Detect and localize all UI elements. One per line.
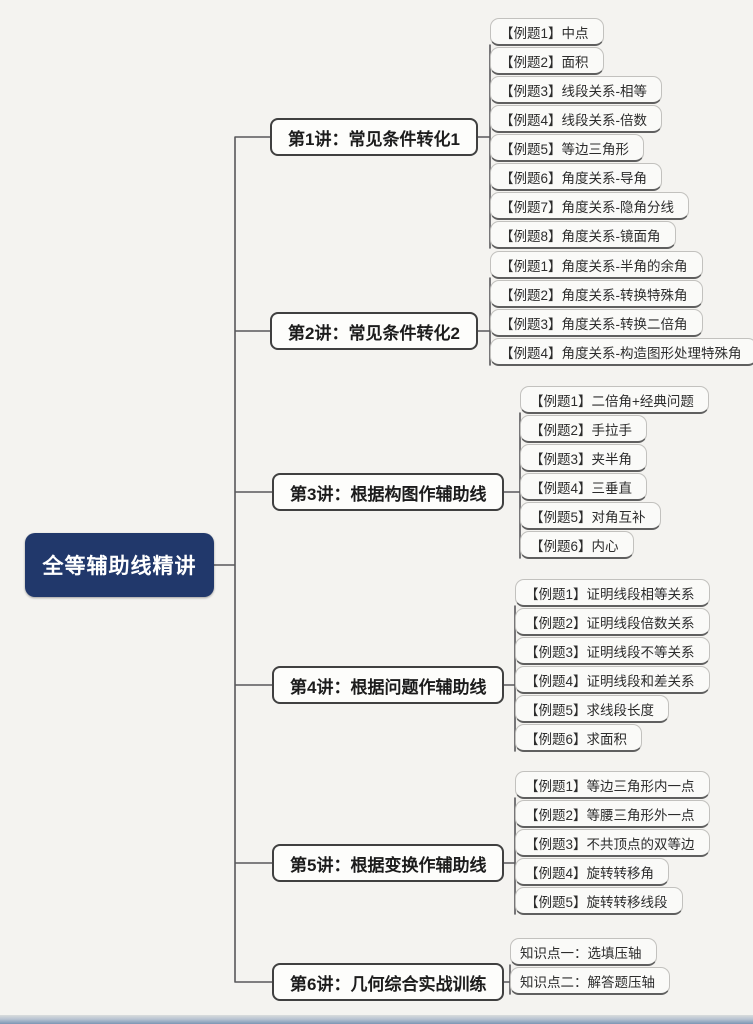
branch-node-2[interactable]: 第2讲：常见条件转化2 (270, 312, 478, 350)
leaf-node-1-4[interactable]: 【例题4】线段关系-倍数 (490, 105, 663, 133)
leaf-node-4-1[interactable]: 【例题1】证明线段相等关系 (515, 579, 710, 607)
leaf-group-3: 【例题1】二倍角+经典问题【例题2】手拉手【例题3】夹半角【例题4】三垂直【例题… (520, 386, 709, 560)
leaf-node-4-4[interactable]: 【例题4】证明线段和差关系 (515, 666, 710, 694)
leaf-node-3-4[interactable]: 【例题4】三垂直 (520, 473, 648, 501)
leaf-node-3-3[interactable]: 【例题3】夹半角 (520, 444, 648, 472)
leaf-node-6-1[interactable]: 知识点一：选填压轴 (510, 938, 657, 966)
leaf-node-5-1[interactable]: 【例题1】等边三角形内一点 (515, 771, 710, 799)
leaf-group-6: 知识点一：选填压轴知识点二：解答题压轴 (510, 938, 670, 996)
leaf-node-1-7[interactable]: 【例题7】角度关系-隐角分线 (490, 192, 690, 220)
leaf-node-3-2[interactable]: 【例题2】手拉手 (520, 415, 648, 443)
leaf-group-5: 【例题1】等边三角形内一点【例题2】等腰三角形外一点【例题3】不共顶点的双等边【… (515, 771, 710, 916)
branch-node-6[interactable]: 第6讲：几何综合实战训练 (272, 963, 505, 1001)
leaf-node-5-2[interactable]: 【例题2】等腰三角形外一点 (515, 800, 710, 828)
branch-node-5[interactable]: 第5讲：根据变换作辅助线 (272, 844, 505, 882)
leaf-node-1-8[interactable]: 【例题8】角度关系-镜面角 (490, 221, 676, 249)
leaf-node-1-6[interactable]: 【例题6】角度关系-导角 (490, 163, 663, 191)
leaf-group-1: 【例题1】中点【例题2】面积【例题3】线段关系-相等【例题4】线段关系-倍数【例… (490, 18, 690, 250)
leaf-node-1-3[interactable]: 【例题3】线段关系-相等 (490, 76, 663, 104)
photo-table-edge (0, 1015, 753, 1024)
leaf-node-1-1[interactable]: 【例题1】中点 (490, 18, 604, 46)
leaf-node-2-2[interactable]: 【例题2】角度关系-转换特殊角 (490, 280, 703, 308)
leaf-node-1-5[interactable]: 【例题5】等边三角形 (490, 134, 645, 162)
leaf-node-1-2[interactable]: 【例题2】面积 (490, 47, 604, 75)
branch-node-3[interactable]: 第3讲：根据构图作辅助线 (272, 473, 505, 511)
leaf-node-3-6[interactable]: 【例题6】内心 (520, 531, 634, 559)
root-node[interactable]: 全等辅助线精讲 (25, 533, 214, 597)
branch-node-1[interactable]: 第1讲：常见条件转化1 (270, 118, 478, 156)
leaf-node-2-3[interactable]: 【例题3】角度关系-转换二倍角 (490, 309, 703, 337)
leaf-node-4-5[interactable]: 【例题5】求线段长度 (515, 695, 670, 723)
leaf-node-5-4[interactable]: 【例题4】旋转转移角 (515, 858, 670, 886)
leaf-group-2: 【例题1】角度关系-半角的余角【例题2】角度关系-转换特殊角【例题3】角度关系-… (490, 251, 753, 367)
leaf-node-2-1[interactable]: 【例题1】角度关系-半角的余角 (490, 251, 703, 279)
leaf-node-5-3[interactable]: 【例题3】不共顶点的双等边 (515, 829, 710, 857)
root-label: 全等辅助线精讲 (42, 555, 197, 578)
leaf-node-4-6[interactable]: 【例题6】求面积 (515, 724, 643, 752)
leaf-node-3-5[interactable]: 【例题5】对角互补 (520, 502, 661, 530)
leaf-node-4-2[interactable]: 【例题2】证明线段倍数关系 (515, 608, 710, 636)
leaf-group-4: 【例题1】证明线段相等关系【例题2】证明线段倍数关系【例题3】证明线段不等关系【… (515, 579, 710, 753)
leaf-node-3-1[interactable]: 【例题1】二倍角+经典问题 (520, 386, 709, 414)
leaf-node-2-4[interactable]: 【例题4】角度关系-构造图形处理特殊角 (490, 338, 753, 366)
leaf-node-6-2[interactable]: 知识点二：解答题压轴 (510, 967, 670, 995)
leaf-node-5-5[interactable]: 【例题5】旋转转移线段 (515, 887, 683, 915)
leaf-node-4-3[interactable]: 【例题3】证明线段不等关系 (515, 637, 710, 665)
branch-node-4[interactable]: 第4讲：根据问题作辅助线 (272, 666, 505, 704)
